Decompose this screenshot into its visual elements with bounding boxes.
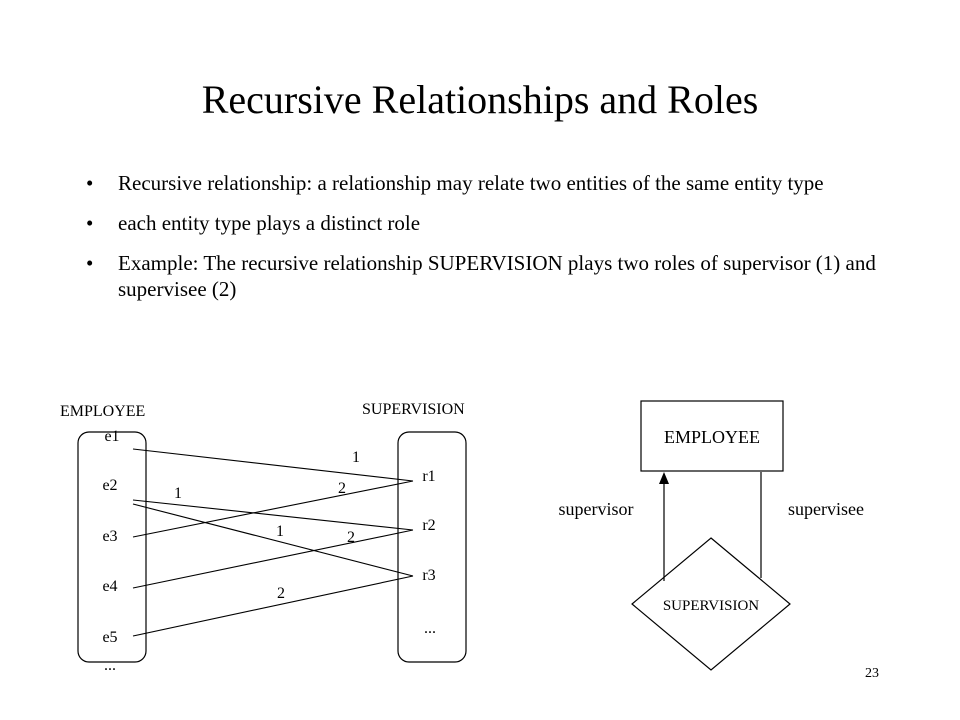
relationship-instance: r3	[422, 567, 435, 584]
employee-instance: e2	[102, 477, 117, 494]
role-label: 2	[277, 585, 285, 602]
supervision-set-box	[397, 431, 467, 663]
employee-entity-label: EMPLOYEE	[664, 427, 760, 447]
supervisor-role-label: supervisor	[559, 499, 634, 519]
relationship-ellipsis: ...	[424, 620, 436, 637]
link-e2-r3	[132, 503, 414, 577]
supervision-set-label: SUPERVISION	[362, 401, 465, 418]
employee-set-label: EMPLOYEE	[60, 403, 145, 420]
role-label: 1	[276, 523, 284, 540]
bullet-list: • Recursive relationship: a relationship …	[84, 170, 884, 316]
supervision-relationship-label: SUPERVISION	[663, 598, 759, 614]
relationship-instance: r1	[422, 468, 435, 485]
role-label: 2	[338, 480, 346, 497]
bullet-item: • Example: The recursive relationship SUP…	[84, 250, 884, 302]
link-e4-r2	[132, 529, 414, 589]
bullet-dot: •	[86, 211, 94, 235]
bullet-dot: •	[86, 171, 94, 195]
bullet-text: Recursive relationship: a relationship m…	[118, 171, 824, 195]
supervisee-role-label: supervisee	[788, 499, 864, 519]
bullet-dot: •	[86, 251, 94, 275]
arrowhead-icon	[659, 472, 669, 484]
employee-instance: e3	[102, 528, 117, 545]
employee-instance: e5	[102, 629, 117, 646]
link-e5-r3	[132, 575, 414, 637]
role-label: 1	[352, 449, 360, 466]
bullet-item: • each entity type plays a distinct role	[84, 210, 884, 236]
relationship-instance: r2	[422, 517, 435, 534]
page-number: 23	[865, 666, 879, 681]
bullet-item: • Recursive relationship: a relationship …	[84, 170, 884, 196]
employee-set-box	[77, 431, 147, 663]
employee-entity-box	[640, 400, 784, 472]
supervision-relationship-diamond	[631, 537, 791, 671]
employee-instance: e4	[102, 578, 117, 595]
link-e3-r1	[132, 480, 414, 538]
role-label: 2	[347, 529, 355, 546]
slide-title: Recursive Relationships and Roles	[201, 77, 759, 122]
role-label: 1	[174, 485, 182, 502]
bullet-text: Example: The recursive relationship SUPE…	[118, 251, 876, 301]
bullet-text: each entity type plays a distinct role	[118, 211, 421, 235]
employee-instance: e1	[104, 428, 119, 445]
link-e2-r2	[132, 499, 414, 531]
employee-ellipsis: ...	[104, 657, 116, 674]
link-e1-r1	[132, 448, 414, 482]
